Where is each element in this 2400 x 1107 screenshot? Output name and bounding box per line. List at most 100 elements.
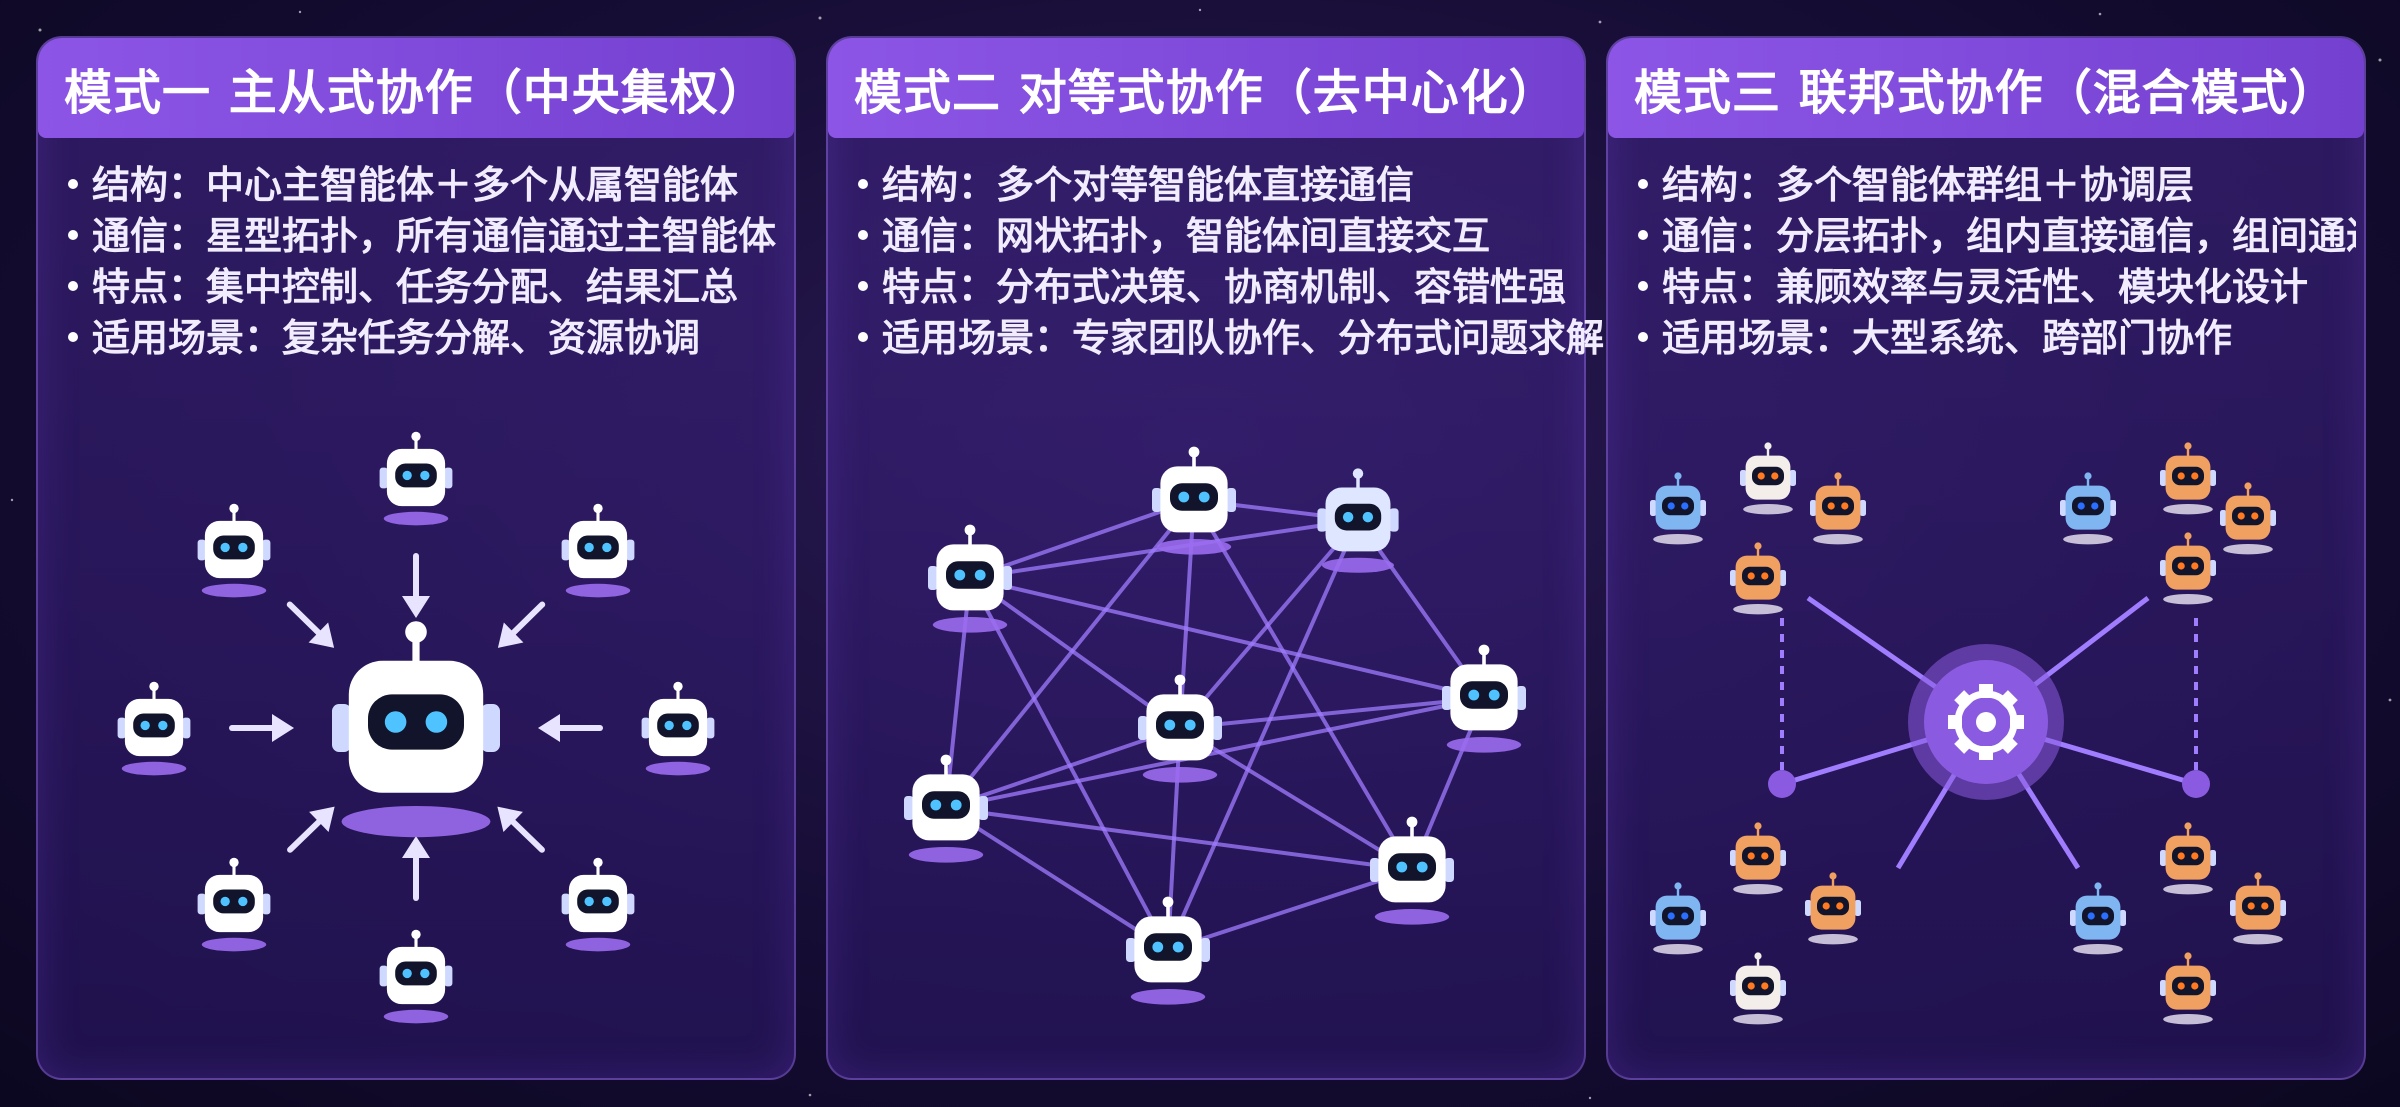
robot-icon [2160, 822, 2216, 895]
robot-icon [379, 431, 453, 526]
robot-icon [1442, 644, 1526, 753]
robot-icon [332, 621, 500, 838]
mesh-link [945, 696, 1485, 810]
arrow-icon [286, 601, 335, 648]
arrow-icon [402, 836, 430, 901]
panel-header: 模式二 对等式协作（去中心化） [828, 38, 1584, 138]
bullet-list: 结构：多个对等智能体直接通信 通信：网状拓扑，智能体间直接交互 特点：分布式决策… [858, 160, 1604, 364]
bullet-item: 通信：分层拓扑，组内直接通信，组间通过协调器 [1638, 211, 2356, 262]
panel-title: 模式一 主从式协作（中央集权） [64, 65, 768, 121]
panel-peer-to-peer: 模式二 对等式协作（去中心化） 结构：多个对等智能体直接通信 通信：网状拓扑，智… [826, 36, 1604, 1080]
bullet-text: 特点：分布式决策、协商机制、容错性强 [882, 265, 1567, 309]
mesh-link [1166, 519, 1360, 951]
mesh-links [944, 498, 1486, 952]
panel-title: 模式二 对等式协作（去中心化） [854, 65, 1558, 121]
panel-master-slave: 模式一 主从式协作（中央集权） 结构：中心主智能体＋多个从属智能体 通信：星型拓… [36, 36, 796, 1080]
bullet-dot [68, 178, 78, 189]
robot-icon [197, 857, 271, 952]
robot-icon [904, 754, 988, 863]
robot-icon [1650, 472, 1706, 545]
bullet-dot [1638, 331, 1648, 342]
panel-federated: 模式三 联邦式协作（混合模式） 结构：多个智能体群组＋协调层 通信：分层拓扑，组… [1606, 36, 2366, 1080]
bullet-text: 特点：集中控制、任务分配、结果汇总 [92, 265, 739, 309]
mesh-link [945, 726, 1181, 810]
mesh-link [1167, 868, 1413, 952]
arrow-icon [497, 601, 546, 648]
bullet-item: 结构：多个智能体群组＋协调层 [1638, 160, 2356, 211]
agent-group [1650, 822, 1861, 1025]
bullet-text: 特点：兼顾效率与灵活性、模块化设计 [1662, 265, 2309, 309]
mesh-link [1178, 499, 1196, 729]
robot-icon [2160, 952, 2216, 1025]
bullet-item: 结构：多个对等智能体直接通信 [858, 160, 1576, 211]
bullet-item: 特点：兼顾效率与灵活性、模块化设计 [1638, 262, 2356, 313]
bullet-list: 结构：中心主智能体＋多个从属智能体 通信：星型拓扑，所有通信通过主智能体 特点：… [68, 160, 786, 364]
mesh-link [969, 498, 1195, 580]
robot-icon [641, 681, 715, 776]
robot-icon [379, 929, 453, 1024]
bullet-dot [68, 280, 78, 291]
robot-icon [1810, 472, 1866, 545]
bullet-dot [858, 229, 868, 240]
bullet-dot [1638, 280, 1648, 291]
robot-icon [2220, 482, 2276, 555]
agent-group [1650, 442, 1866, 615]
bullet-text: 结构：中心主智能体＋多个从属智能体 [92, 163, 739, 207]
mesh-topology-diagram [904, 446, 1526, 1005]
bullet-dot [1638, 178, 1648, 189]
bullet-item: 特点：分布式决策、协商机制、容错性强 [858, 262, 1576, 313]
star-topology-diagram [117, 431, 715, 1024]
robot-icon [2160, 442, 2216, 515]
mesh-link [1178, 518, 1360, 730]
bullet-dot [68, 229, 78, 240]
robot-icon [117, 681, 191, 776]
bullet-text: 适用场景：复杂任务分解、资源协调 [92, 316, 701, 360]
bullet-item: 结构：中心主智能体＋多个从属智能体 [68, 160, 786, 211]
mesh-link [945, 806, 1413, 872]
bullet-dot [68, 331, 78, 342]
gear-hub-icon [1908, 644, 2064, 800]
robot-icon [2070, 882, 2126, 955]
robot-icon [1152, 446, 1236, 555]
robot-icon [928, 524, 1012, 633]
robot-icon [1740, 442, 1796, 515]
mesh-link [968, 576, 1182, 730]
mesh-link [1192, 498, 1414, 872]
mesh-link [944, 577, 972, 809]
arrow-icon [287, 806, 335, 853]
arrow-icon [229, 714, 294, 742]
bullet-text: 结构：多个智能体群组＋协调层 [1662, 163, 2195, 207]
robot-icon [1126, 896, 1210, 1005]
robot-icon [2060, 472, 2116, 545]
panel-header: 模式三 联邦式协作（混合模式） [1608, 38, 2364, 138]
federated-topology-diagram [1650, 442, 2286, 1025]
robot-icon [1730, 822, 1786, 895]
panel-title: 模式三 联邦式协作（混合模式） [1634, 65, 2338, 121]
agent-group [2070, 822, 2286, 1025]
mesh-link [944, 806, 1170, 952]
robot-icon [561, 503, 635, 598]
robot-icon [1650, 882, 1706, 955]
bullet-text: 适用场景：大型系统、跨部门协作 [1662, 316, 2233, 360]
mesh-link [1179, 696, 1485, 730]
robot-icon [1730, 952, 1786, 1025]
bullet-dot [858, 178, 868, 189]
robot-icon [1138, 674, 1222, 783]
arrow-icon [402, 553, 430, 618]
robot-icon [2230, 872, 2286, 945]
arrow-icon [497, 806, 545, 853]
robot-icon [197, 503, 271, 598]
bullet-text: 通信：网状拓扑，智能体间直接交互 [882, 214, 1491, 258]
bullet-dot [1638, 229, 1648, 240]
bullet-text: 结构：多个对等智能体直接通信 [882, 163, 1415, 207]
robot-icon [561, 857, 635, 952]
bullet-item: 适用场景：大型系统、跨部门协作 [1638, 313, 2356, 364]
bullet-item: 通信：网状拓扑，智能体间直接交互 [858, 211, 1576, 262]
bullet-item: 适用场景：复杂任务分解、资源协调 [68, 313, 786, 364]
robot-icon [1805, 872, 1861, 945]
bullet-text: 通信：星型拓扑，所有通信通过主智能体 [92, 214, 777, 258]
bullet-text: 适用场景：专家团队协作、分布式问题求解 [882, 316, 1605, 360]
bullet-list: 结构：多个智能体群组＋协调层 通信：分层拓扑，组内直接通信，组间通过协调器 特点… [1638, 160, 2356, 364]
bullet-text: 通信：分层拓扑，组内直接通信，组间通过协调器 [1662, 214, 2356, 258]
bullet-dot [858, 280, 868, 291]
